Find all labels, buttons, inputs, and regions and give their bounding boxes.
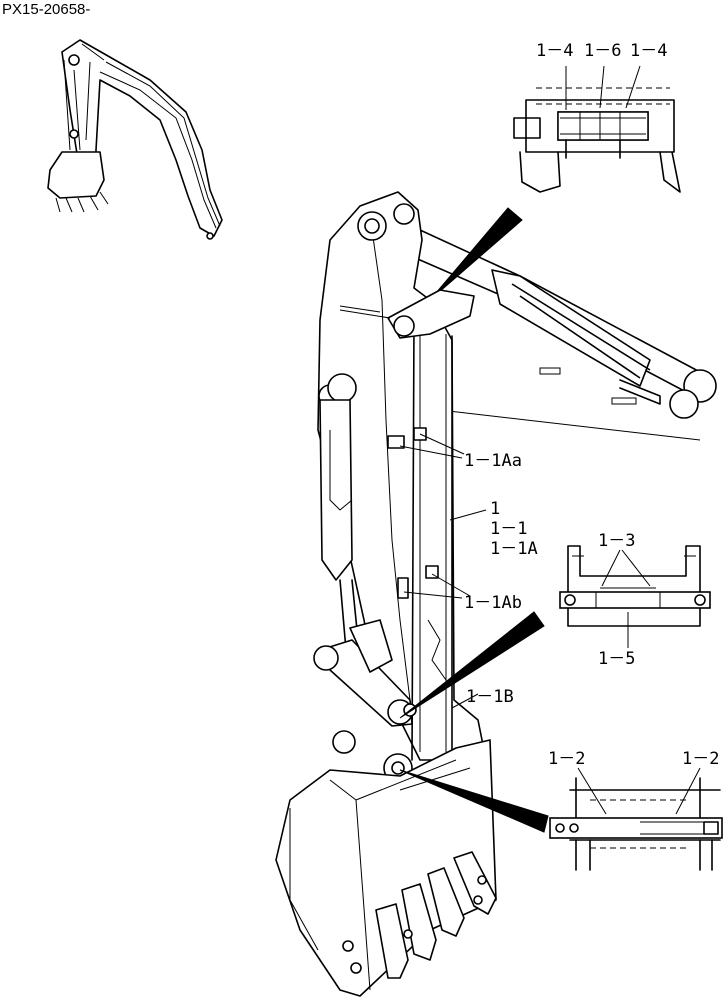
arm-assembly xyxy=(275,191,717,997)
callout-1-1: 1－1 xyxy=(490,519,527,539)
callout-1-1Aa: 1－1Aa xyxy=(464,451,522,471)
callout-top-1-6: 1－6 xyxy=(584,41,621,61)
callout-1-3: 1－3 xyxy=(598,531,635,551)
detail-bottom-right: 1－2 1－2 xyxy=(548,749,723,871)
leader-lines xyxy=(399,433,487,709)
callout-1-2-right: 1－2 xyxy=(682,749,719,769)
callout-1-1B: 1－1B xyxy=(466,687,514,707)
callout-1-1A: 1－1A xyxy=(490,539,538,559)
callout-1: 1 xyxy=(490,499,500,519)
document-id: PX15-20658- xyxy=(2,1,90,18)
detail-top-right: 1－4 1－6 1－4 xyxy=(513,41,681,193)
leader-wedge-middle xyxy=(399,611,545,719)
callout-1-1Ab: 1－1Ab xyxy=(464,593,522,613)
callout-1-5: 1－5 xyxy=(598,649,635,669)
detail-middle-right: 1－3 1－5 xyxy=(559,531,711,669)
callout-1-2-left: 1－2 xyxy=(548,749,585,769)
arm-thumbnail xyxy=(47,39,223,240)
callout-top-1-4-left: 1－4 xyxy=(536,41,573,61)
leader-wedge-top xyxy=(429,207,523,301)
callout-top-1-4-right: 1－4 xyxy=(630,41,667,61)
leader-wedge-bottom xyxy=(399,769,549,833)
